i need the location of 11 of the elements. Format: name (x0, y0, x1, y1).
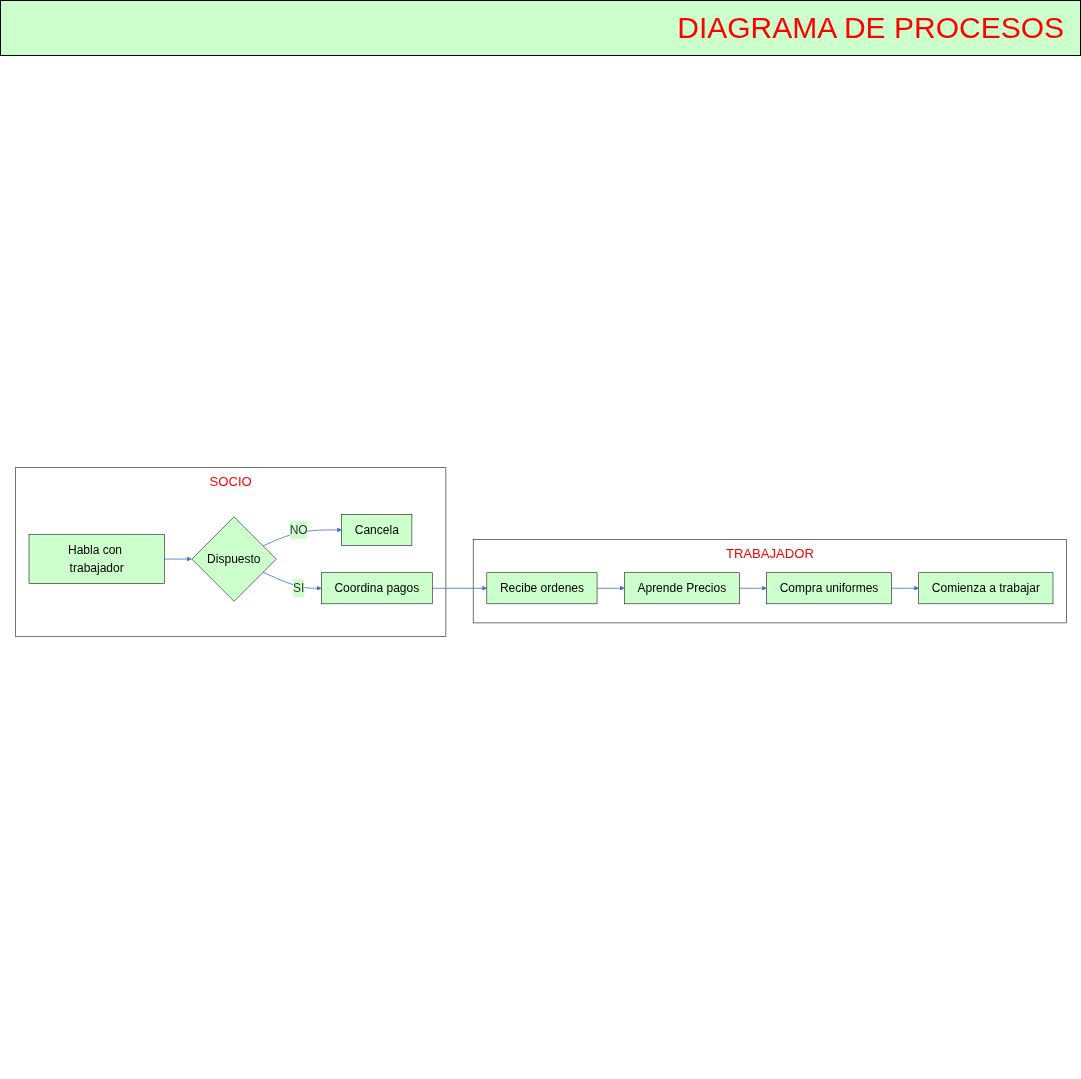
node-box: Cancela (340, 514, 412, 546)
node-box: Habla con trabajador (28, 534, 165, 584)
diagram-title: DIAGRAMA DE PROCESOS (677, 11, 1064, 45)
edge-label: NO (289, 523, 308, 537)
node-box: Coordina pagos (320, 572, 433, 605)
node-box: Recibe ordenes (486, 572, 597, 605)
node-box: Aprende Precios (623, 572, 740, 605)
node-box: Comienza a trabajar (917, 572, 1053, 605)
node-diamond: Dispuesto (191, 516, 277, 602)
node-box: Compra uniformes (765, 572, 892, 605)
edge-label: SI (292, 581, 304, 596)
